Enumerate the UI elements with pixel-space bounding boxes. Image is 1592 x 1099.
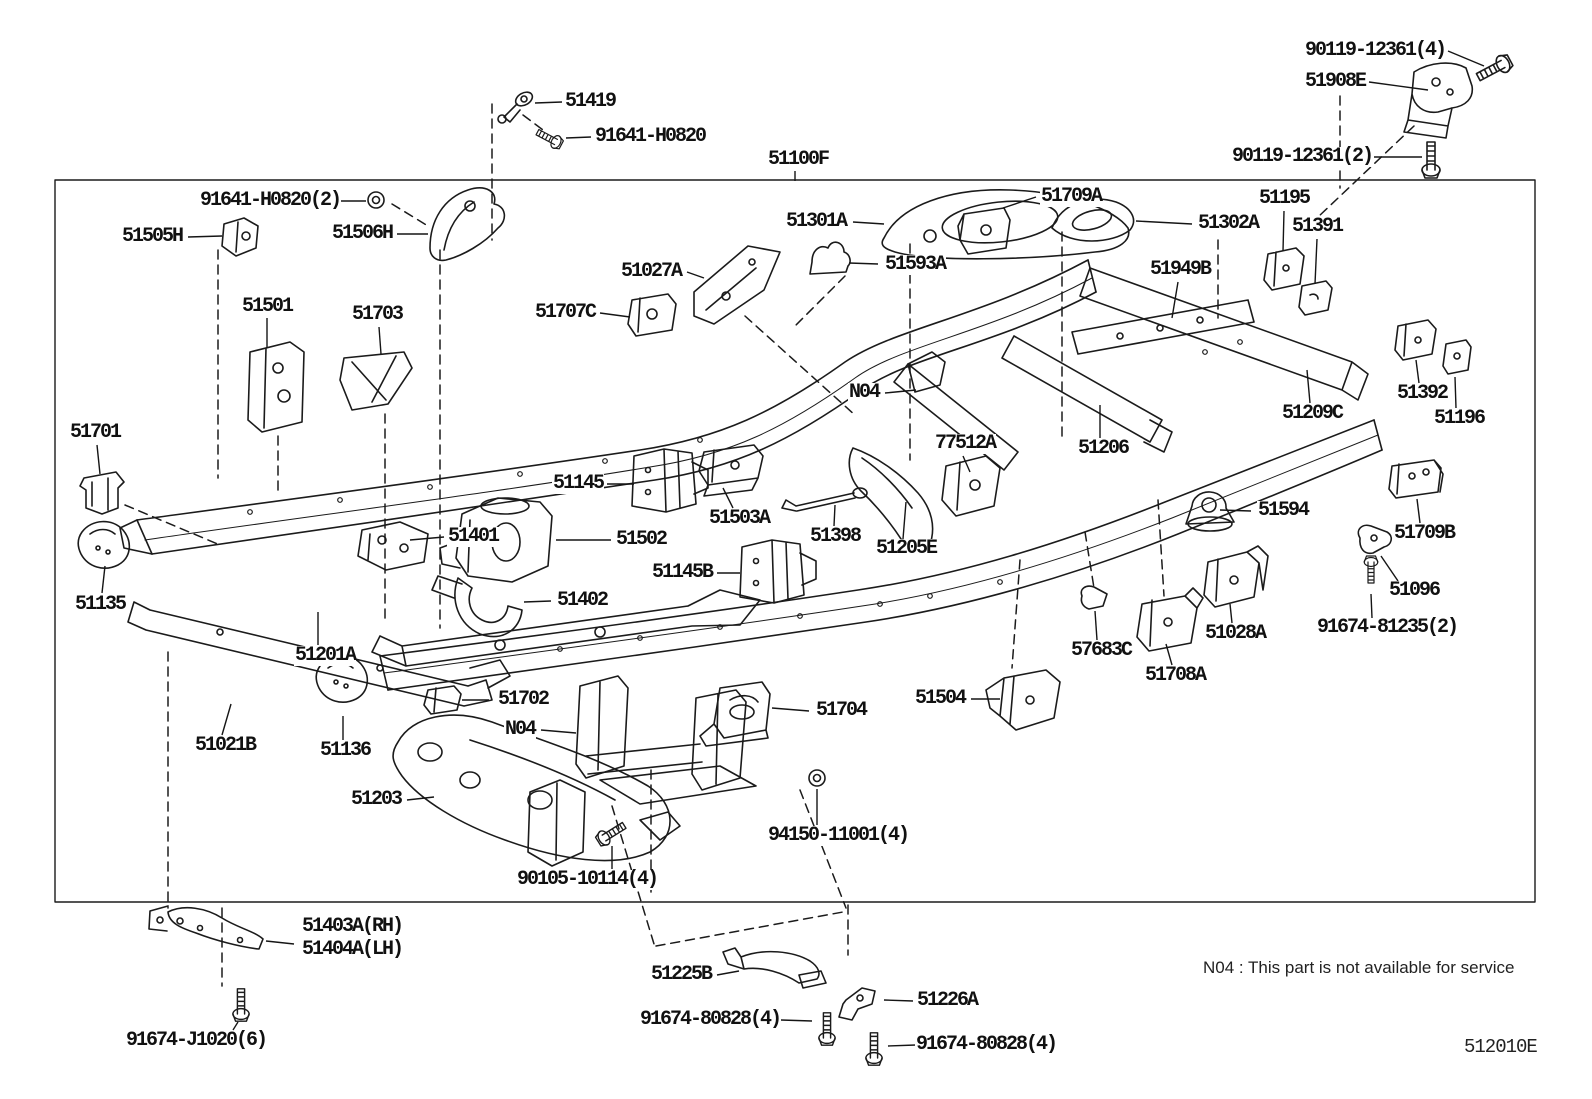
part-label-90105-10114-4: 90105-10114(4) [515, 868, 659, 891]
part-label-51709a: 51709A [1039, 185, 1103, 208]
part-label-51707c: 51707C [533, 301, 597, 324]
part-label-51021b: 51021B [193, 734, 257, 757]
part-label-51196: 51196 [1432, 407, 1486, 430]
part-label-51501: 51501 [240, 295, 294, 318]
part-label-51594: 51594 [1256, 499, 1310, 522]
part-label-51028a: 51028A [1203, 622, 1267, 645]
part-label-51702: 51702 [496, 688, 550, 711]
part-label-51908e: 51908E [1303, 70, 1367, 93]
part-label-51703: 51703 [350, 303, 404, 326]
part-label-51506h: 51506H [330, 222, 394, 245]
part-label-51195: 51195 [1257, 187, 1311, 210]
part-label-90119-12361-4: 90119-12361(4) [1303, 39, 1447, 62]
part-label-91674-81235-2: 91674-81235(2) [1315, 616, 1459, 639]
part-label-51593a: 51593A [883, 253, 947, 276]
part-label-91674-j1020-6: 91674-J1020(6) [124, 1029, 268, 1052]
part-label-51225b: 51225B [649, 963, 713, 986]
part-label-51096: 51096 [1387, 579, 1441, 602]
part-label-51302a: 51302A [1196, 212, 1260, 235]
part-label-n04: N04 [503, 718, 537, 741]
part-label-51398: 51398 [808, 525, 862, 548]
part-label-94150-11001-4: 94150-11001(4) [766, 824, 910, 847]
part-label-51708a: 51708A [1143, 664, 1207, 687]
part-label-51201a: 51201A [293, 644, 357, 667]
part-label-51403a-rh: 51403A(RH) [300, 915, 404, 938]
part-label-51209c: 51209C [1280, 402, 1344, 425]
part-label-51949b: 51949B [1148, 258, 1212, 281]
part-label-51100f: 51100F [766, 148, 830, 171]
part-label-51503a: 51503A [707, 507, 771, 530]
service-note: N04 : This part is not available for ser… [1203, 958, 1515, 977]
part-label-51135: 51135 [73, 593, 127, 616]
part-label-51145b: 51145B [650, 561, 714, 584]
part-label-57683c: 57683C [1069, 639, 1133, 662]
part-label-51701: 51701 [68, 421, 122, 444]
part-label-51419: 51419 [563, 90, 617, 113]
part-label-51391: 51391 [1290, 215, 1344, 238]
part-label-90119-12361-2: 90119-12361(2) [1230, 145, 1374, 168]
part-label-51145: 51145 [551, 472, 605, 495]
part-label-51502: 51502 [614, 528, 668, 551]
part-label-91674-80828-4: 91674-80828(4) [638, 1008, 782, 1031]
part-label-51206: 51206 [1076, 437, 1130, 460]
part-label-51136: 51136 [318, 739, 372, 762]
part-label-51709b: 51709B [1392, 522, 1456, 545]
diagram-code: 512010E [1464, 1036, 1538, 1058]
part-label-51027a: 51027A [619, 260, 683, 283]
part-label-91641-h0820: 91641-H0820 [593, 125, 707, 148]
part-label-51226a: 51226A [915, 989, 979, 1012]
part-label-51404a-lh: 51404A(LH) [300, 938, 404, 961]
part-label-51203: 51203 [349, 788, 403, 811]
part-label-51401: 51401 [446, 525, 500, 548]
part-label-51504: 51504 [913, 687, 967, 710]
part-label-77512a: 77512A [933, 432, 997, 455]
part-label-91641-h0820-2: 91641-H0820(2) [198, 189, 342, 212]
part-label-n04: N04 [847, 381, 881, 404]
part-label-51402: 51402 [555, 589, 609, 612]
part-label-51505h: 51505H [120, 225, 184, 248]
part-label-51205e: 51205E [874, 537, 938, 560]
part-label-51704: 51704 [814, 699, 868, 722]
part-label-51301a: 51301A [784, 210, 848, 233]
part-label-51392: 51392 [1395, 382, 1449, 405]
part-label-91674-80828-4: 91674-80828(4) [914, 1033, 1058, 1056]
